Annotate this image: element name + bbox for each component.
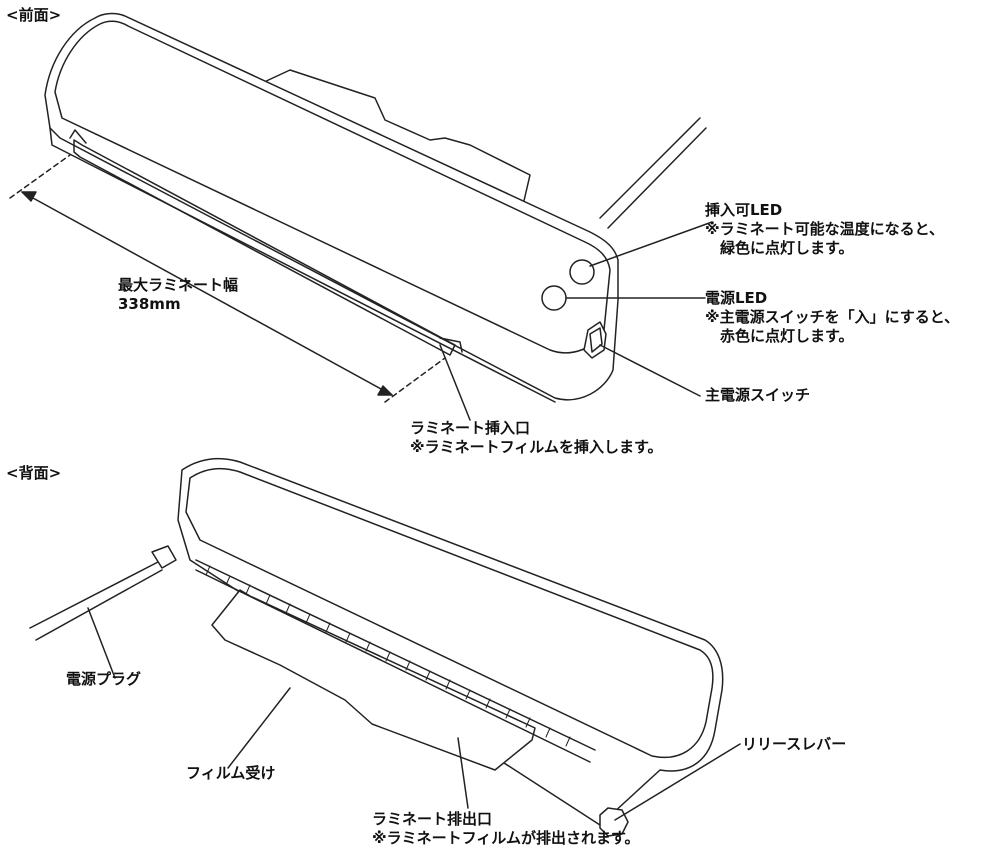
back-view-heading: <背面> [6,464,62,482]
max-width-label: 最大ラミネート幅 338mm [118,276,238,314]
ready-led-note-2: 緑色に点灯します。 [720,239,854,257]
film-tray-label: フィルム受け [186,764,276,782]
power-led-note-2: 赤色に点灯します。 [720,327,854,345]
back-power-cord [29,561,159,629]
exit-slot-note: ※ラミネートフィルムが排出されます。 [372,829,640,847]
leader-power-plug [87,607,116,679]
leader-release-lever [614,743,741,821]
leader-film-tray [227,687,291,769]
exit-slot-ribs [205,565,571,747]
back-laminator [29,457,724,837]
front-insert-slot [73,139,456,356]
power-led-callout: 電源LED ※主電源スイッチを「入」にすると、 赤色に点灯します。 [705,289,959,346]
release-lever-label: リリースレバー [742,735,847,753]
ready-led-note-1: ※ラミネート可能な温度になると、 [705,220,944,238]
leader-main-switch [599,344,701,397]
leader-insert-slot [439,344,471,421]
ready-led-icon [569,259,595,285]
leader-exit-slot [457,737,469,809]
front-view-heading: <前面> [6,6,62,24]
power-plug-label: 電源プラグ [66,670,142,688]
back-film-tray [211,589,536,771]
main-switch-label: 主電源スイッチ [705,386,811,404]
ready-led-label: 挿入可LED [705,201,783,219]
back-body [177,457,724,826]
release-lever-icon[interactable] [599,807,629,837]
exit-slot-label: ラミネート排出口 [372,810,493,828]
back-lid [185,467,714,759]
front-laminator [9,12,707,403]
max-width-value: 338mm [118,295,181,313]
exit-slot-callout: ラミネート排出口 ※ラミネートフィルムが排出されます。 [372,810,639,848]
width-extent-left [9,154,71,199]
front-body [44,12,619,401]
leader-ready-led [589,221,713,267]
power-led-icon [541,285,567,311]
insert-slot-callout: ラミネート挿入口 ※ラミネートフィルムを挿入します。 [410,419,662,457]
back-exit-slot [195,569,591,763]
ready-led-callout: 挿入可LED ※ラミネート可能な温度になると、 緑色に点灯します。 [705,201,944,258]
power-led-note-1: ※主電源スイッチを「入」にすると、 [705,308,960,326]
insert-slot-note: ※ラミネートフィルムを挿入します。 [410,438,663,456]
width-dimension-arrow [21,191,393,396]
max-width-title: 最大ラミネート幅 [118,276,239,294]
power-led-label: 電源LED [705,289,768,307]
width-extent-right [384,357,446,403]
front-power-cord [599,117,701,219]
insert-slot-label: ラミネート挿入口 [410,419,531,437]
